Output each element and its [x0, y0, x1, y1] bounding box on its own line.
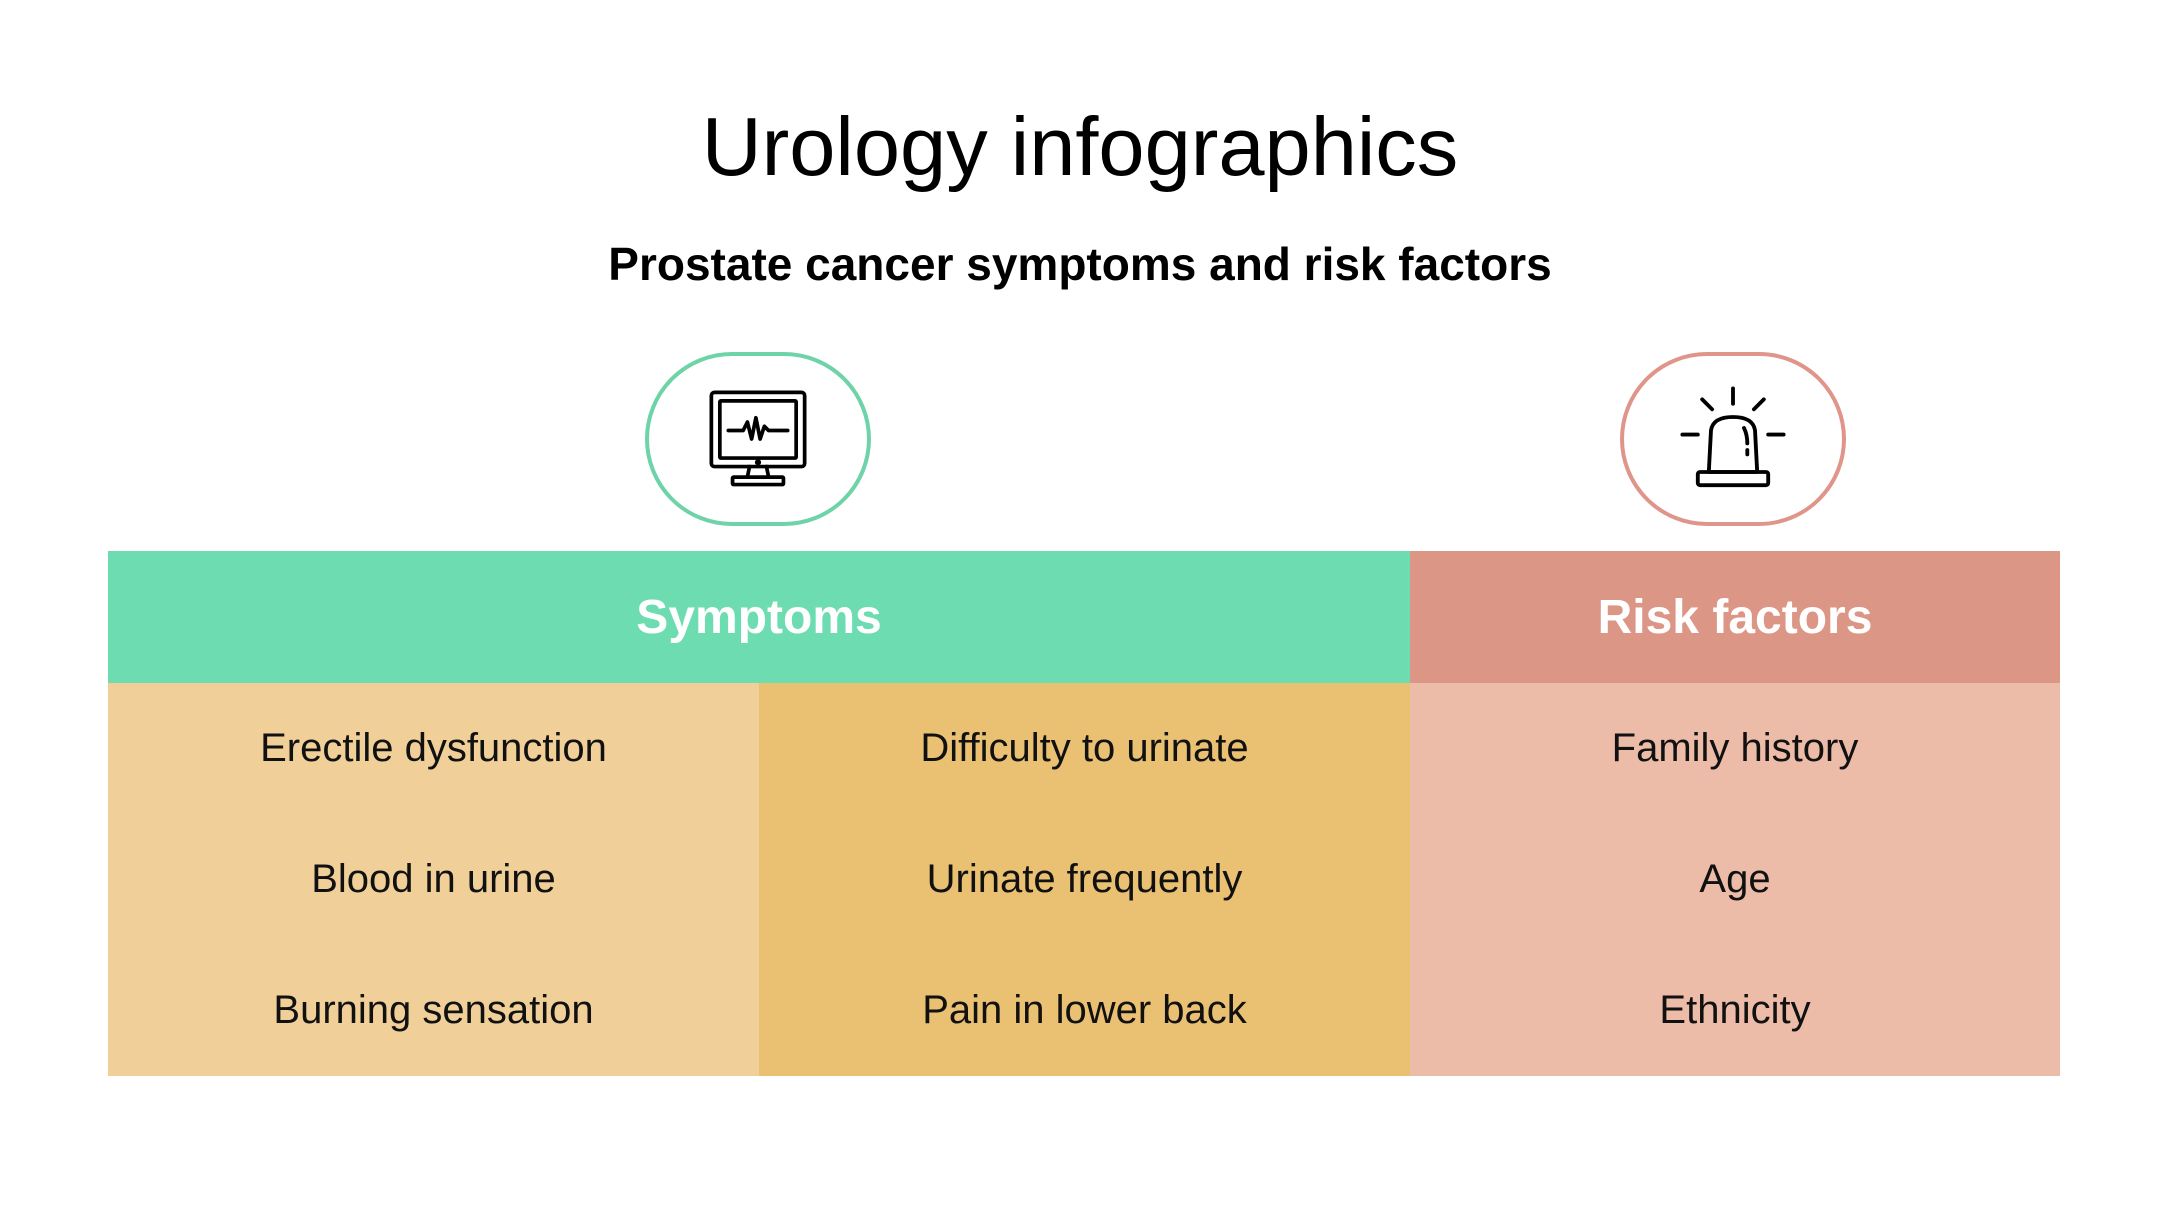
symptoms-column-2: Difficulty to urinate Urinate frequently… — [759, 683, 1410, 1076]
symptoms-header: Symptoms — [108, 551, 1410, 683]
risk-factor-item: Age — [1699, 857, 1771, 901]
symptom-item: Burning sensation — [273, 988, 594, 1032]
risk-factor-item: Ethnicity — [1659, 988, 1811, 1032]
risk-factors-column: Family history Age Ethnicity — [1410, 683, 2060, 1076]
risk-factor-item: Family history — [1611, 726, 1859, 770]
symptom-item: Pain in lower back — [922, 988, 1247, 1032]
page-subtitle: Prostate cancer symptoms and risk factor… — [608, 238, 1552, 290]
symptoms-icon-badge — [645, 352, 871, 526]
symptom-item: Urinate frequently — [926, 857, 1243, 901]
risk-icon-badge — [1620, 352, 1846, 526]
info-table: Symptoms Risk factors Erectile dysfuncti… — [108, 551, 2060, 1076]
risk-factors-header: Risk factors — [1410, 551, 2060, 683]
alarm-siren-icon — [1680, 386, 1786, 488]
page-title: Urology infographics — [701, 100, 1459, 193]
symptom-item: Erectile dysfunction — [260, 726, 607, 770]
heart-monitor-icon — [709, 390, 807, 487]
symptom-item: Blood in urine — [311, 857, 556, 901]
symptoms-column-1: Erectile dysfunction Blood in urine Burn… — [108, 683, 759, 1076]
symptom-item: Difficulty to urinate — [920, 726, 1249, 770]
